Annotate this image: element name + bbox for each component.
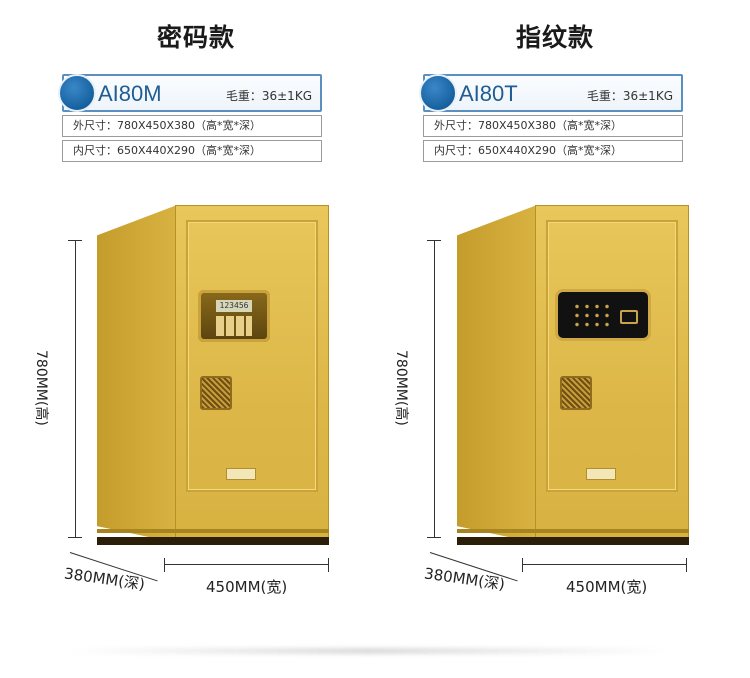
handle-icon <box>560 376 592 410</box>
width-tick-left <box>522 558 523 572</box>
width-label: 450MM(宽) <box>206 578 288 596</box>
handle-icon <box>200 376 232 410</box>
width-label: 450MM(宽) <box>566 578 648 596</box>
title-password-model: 密码款 <box>156 23 235 52</box>
depth-label: 380MM(深) <box>423 564 507 594</box>
fingerprint-sensor-icon <box>620 310 638 324</box>
width-tick-right <box>328 558 329 572</box>
height-label: 780MM(高) <box>393 350 409 426</box>
depth-label: 380MM(深) <box>63 564 147 594</box>
safe-image-password: 123456 <box>97 205 329 545</box>
weight-text: 毛重：36±1KG <box>586 89 673 103</box>
height-tick-bottom <box>68 537 82 538</box>
circle-icon <box>419 74 457 112</box>
base-strip <box>457 537 689 545</box>
bottom-shadow <box>70 648 668 654</box>
safe-front: 123456 <box>175 205 329 543</box>
safe-front <box>535 205 689 543</box>
password-keypad: 123456 <box>198 290 270 342</box>
inner-size: 内尺寸：650X440X290（高*宽*深） <box>62 140 322 162</box>
model-row: AI80M 毛重：36±1KG <box>58 74 322 112</box>
model-name: AI80M <box>98 81 162 106</box>
keypad-dots <box>572 302 612 328</box>
outer-size: 外尺寸：780X450X380（高*宽*深） <box>423 115 683 137</box>
fingerprint-keypad <box>558 292 648 338</box>
keypad-screen: 123456 <box>216 300 252 312</box>
spec-card-ai80t: AI80T 毛重：36±1KG 外尺寸：780X450X380（高*宽*深） 内… <box>419 74 683 162</box>
outer-size: 外尺寸：780X450X380（高*宽*深） <box>62 115 322 137</box>
safe-image-fingerprint <box>457 205 689 545</box>
height-tick-bottom <box>427 537 441 538</box>
height-label: 780MM(高) <box>33 350 49 426</box>
circle-icon <box>58 74 96 112</box>
width-dimension-line <box>164 564 328 565</box>
model-row: AI80T 毛重：36±1KG <box>419 74 683 112</box>
height-tick-top <box>68 240 82 241</box>
width-tick-left <box>164 558 165 572</box>
door-panel <box>546 220 678 492</box>
inner-size: 内尺寸：650X440X290（高*宽*深） <box>423 140 683 162</box>
spec-card-ai80m: AI80M 毛重：36±1KG 外尺寸：780X450X380（高*宽*深） 内… <box>58 74 322 162</box>
base-trim <box>457 529 689 533</box>
base-strip <box>97 537 329 545</box>
width-tick-right <box>686 558 687 572</box>
weight-text: 毛重：36±1KG <box>225 89 312 103</box>
title-fingerprint-model: 指纹款 <box>515 23 594 52</box>
height-tick-top <box>427 240 441 241</box>
safe-side <box>97 205 177 543</box>
model-name: AI80T <box>459 81 518 106</box>
brand-logo-icon <box>586 468 616 480</box>
base-trim <box>97 529 329 533</box>
height-dimension-line <box>75 240 76 537</box>
door-panel <box>186 220 318 492</box>
safe-side <box>457 205 537 543</box>
brand-logo-icon <box>226 468 256 480</box>
keypad-keys <box>216 316 252 336</box>
height-dimension-line <box>434 240 435 537</box>
width-dimension-line <box>522 564 686 565</box>
